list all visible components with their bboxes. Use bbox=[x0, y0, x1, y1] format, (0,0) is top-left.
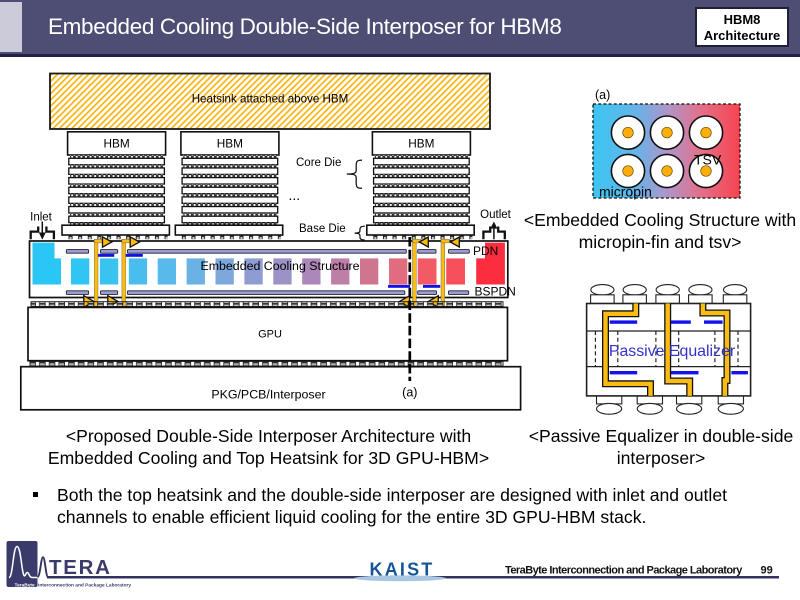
svg-text:PDN: PDN bbox=[473, 244, 498, 258]
svg-text:micropin: micropin bbox=[599, 184, 652, 200]
svg-text:Inlet: Inlet bbox=[30, 212, 53, 224]
svg-text:HBM: HBM bbox=[103, 136, 129, 150]
svg-text:(a): (a) bbox=[402, 386, 417, 400]
svg-text:Interconnection and Package La: Interconnection and Package Laboratory bbox=[38, 582, 131, 588]
svg-text:TERA: TERA bbox=[49, 556, 112, 579]
svg-text:Core Die: Core Die bbox=[296, 157, 341, 169]
svg-text:99: 99 bbox=[761, 564, 773, 576]
svg-text:Embedded Cooling Structure: Embedded Cooling Structure bbox=[200, 259, 359, 273]
svg-text:KAIST: KAIST bbox=[370, 559, 435, 579]
svg-text:PKG/PCB/Interposer: PKG/PCB/Interposer bbox=[211, 388, 325, 402]
svg-text:HBM: HBM bbox=[408, 136, 434, 150]
svg-text:(a): (a) bbox=[595, 88, 610, 102]
svg-text:...: ... bbox=[289, 187, 301, 203]
svg-text:TeraByte: TeraByte bbox=[15, 582, 36, 588]
svg-text:GPU: GPU bbox=[258, 329, 282, 341]
svg-text:BSPDN: BSPDN bbox=[475, 285, 516, 299]
svg-text:TeraByte Interconnection and P: TeraByte Interconnection and Package Lab… bbox=[505, 564, 743, 576]
svg-text:Base Die: Base Die bbox=[299, 223, 346, 235]
svg-text:Outlet: Outlet bbox=[480, 209, 511, 221]
svg-text:Heatsink attached above HBM: Heatsink attached above HBM bbox=[192, 92, 349, 105]
svg-text:HBM: HBM bbox=[217, 136, 243, 150]
svg-text:Passive Equalizer: Passive Equalizer bbox=[609, 343, 736, 360]
svg-text:TSV: TSV bbox=[694, 152, 722, 168]
